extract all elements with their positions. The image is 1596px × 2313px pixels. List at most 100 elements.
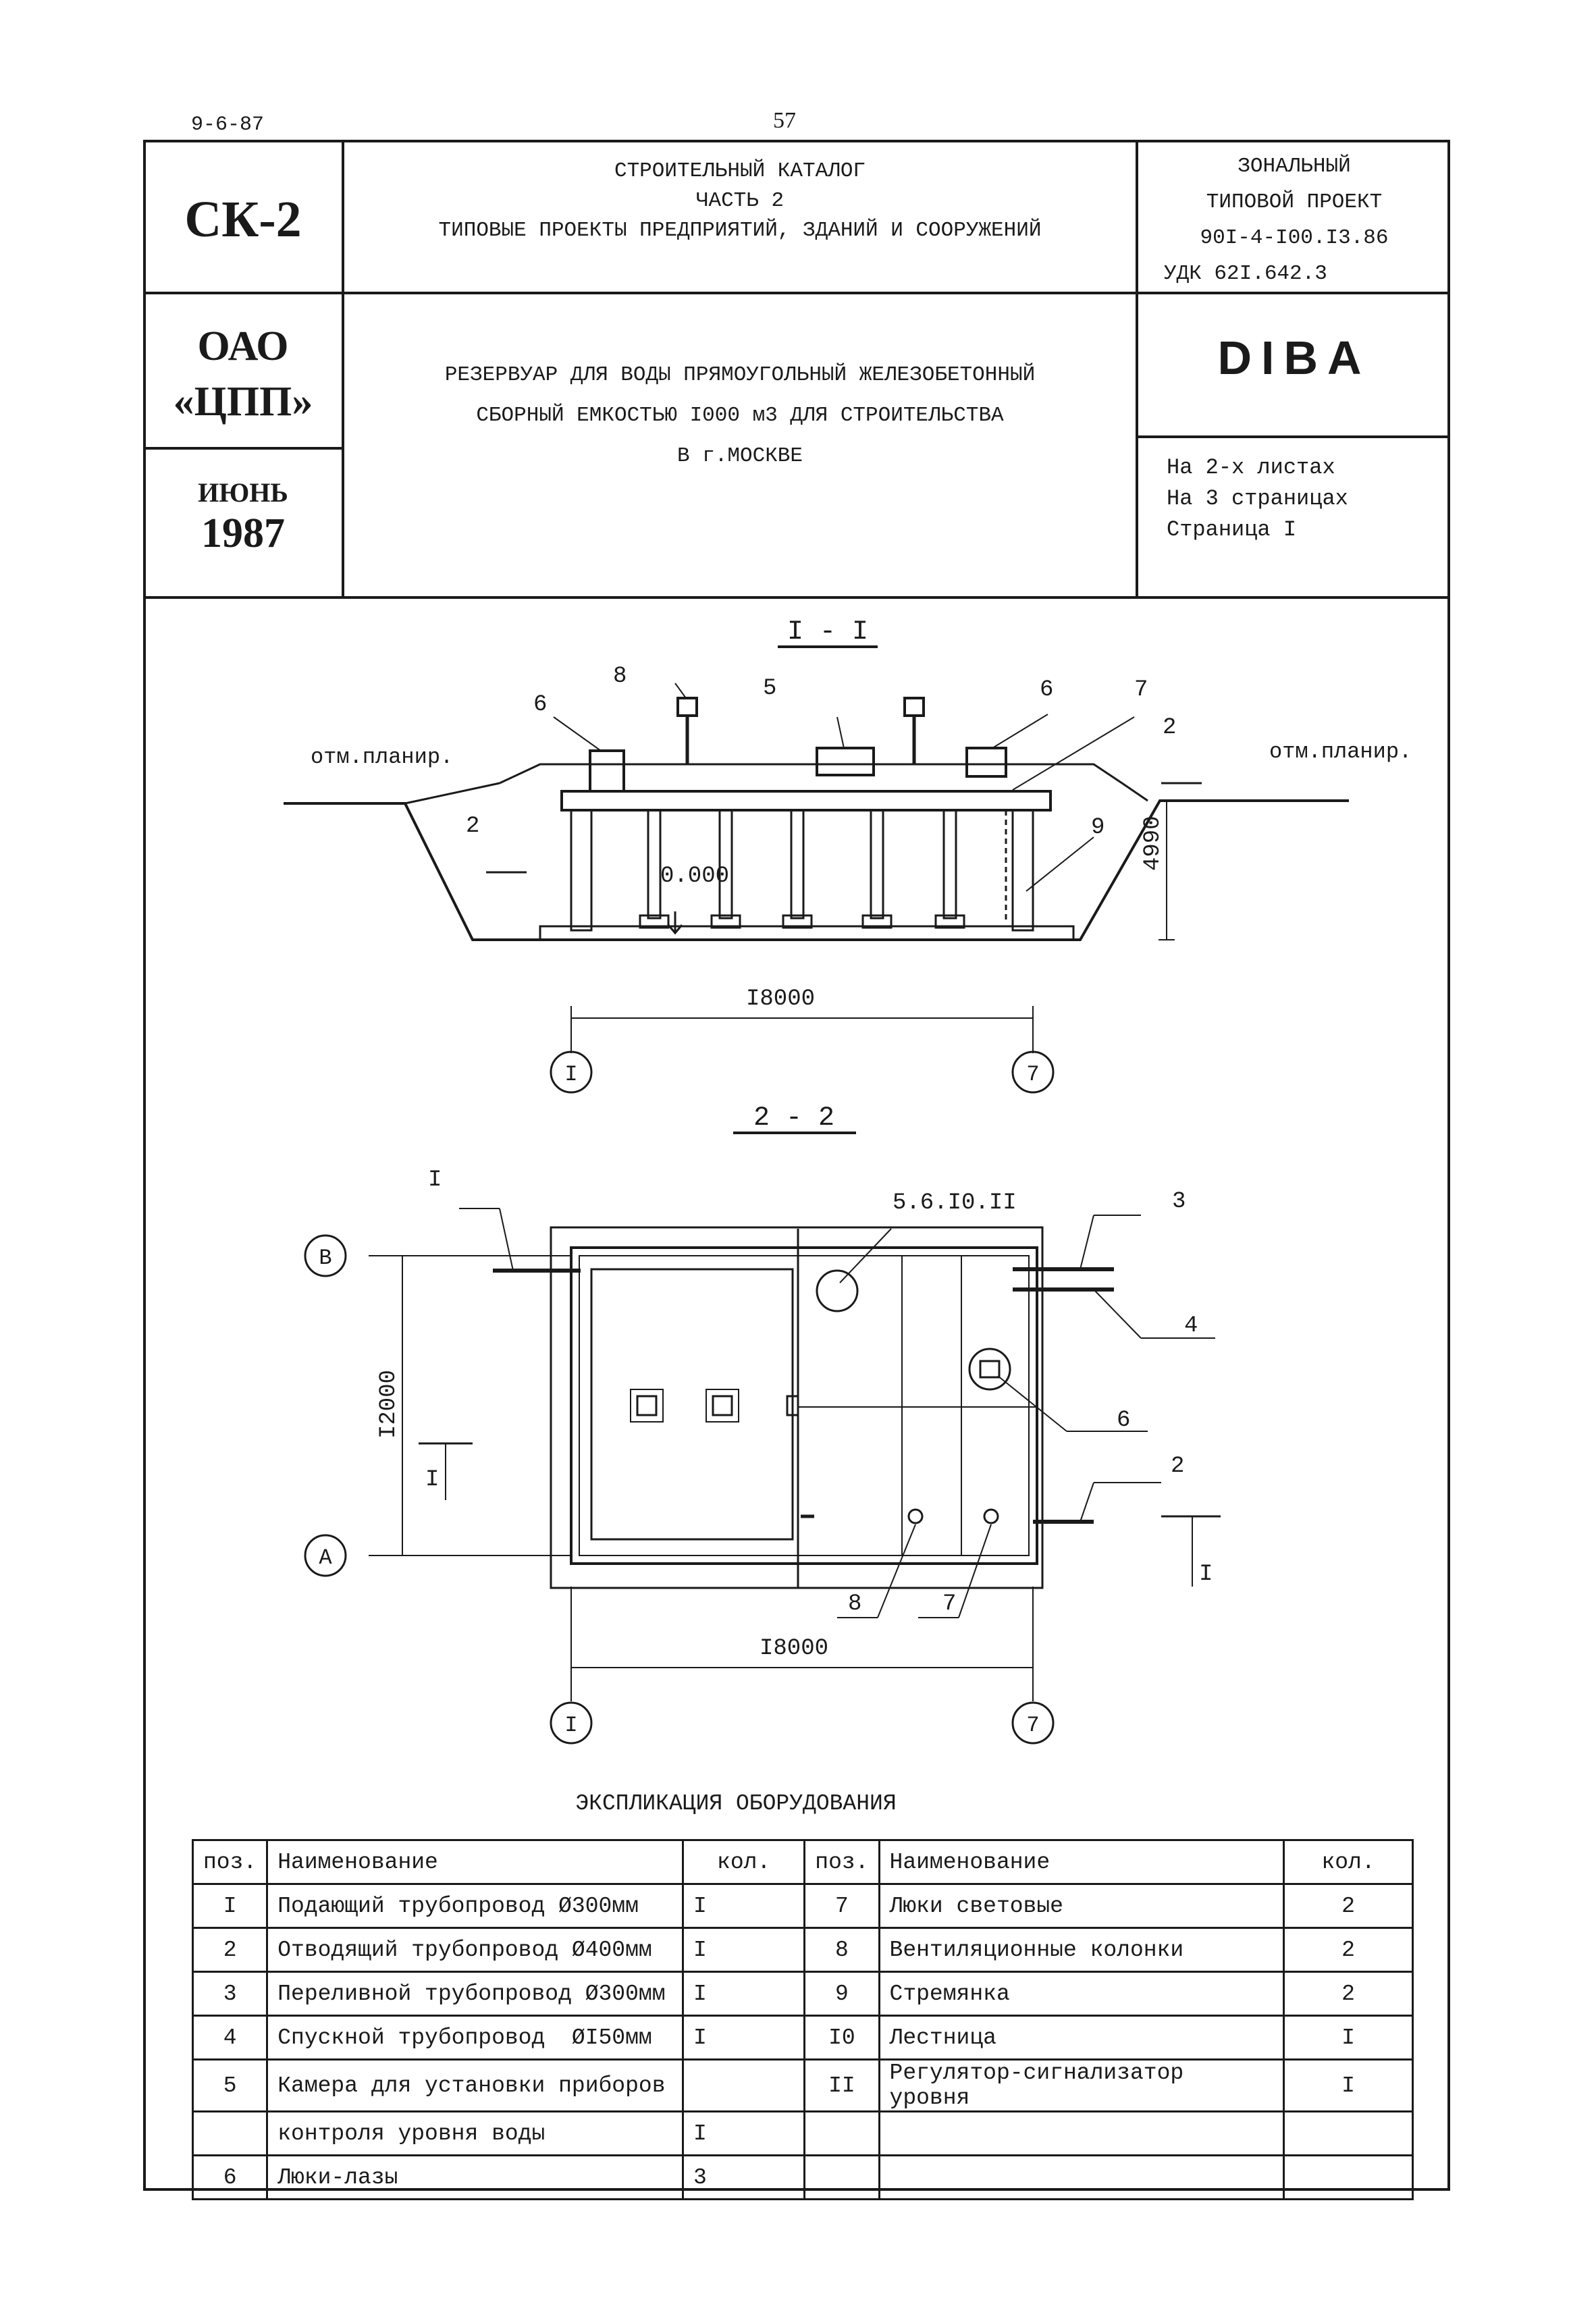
plan-access-hatch [968, 1348, 1011, 1391]
soil-mound [499, 763, 1148, 802]
catalog-line-1: СТРОИТЕЛЬНЫЙ КАТАЛОГ [614, 159, 866, 183]
divider-org-date [143, 447, 343, 450]
issue-date: ИЮНЬ 1987 [144, 477, 342, 558]
cell-pos: 4 [191, 2015, 269, 2061]
plan-instrument-hatch [816, 1269, 859, 1312]
level-mark: 0.000 [660, 863, 729, 889]
table-row: 4 Спускной трубопровод ØI50мм I I0 Лестн… [191, 2015, 1414, 2061]
section-2-title: 2 - 2 [753, 1103, 834, 1134]
cell-pos: 9 [803, 1971, 880, 2017]
vent-column-1 [676, 697, 698, 717]
cell-name: Вентиляционные колонки [878, 1927, 1285, 1973]
callout-hatch-6: 6 [1117, 1408, 1130, 1433]
header-qty-right: кол. [1283, 1839, 1414, 1885]
axis-label-top: В [319, 1246, 331, 1271]
cell-name: Лестница [878, 2015, 1285, 2061]
callout-6-right: 6 [1040, 677, 1053, 703]
cell-pos: II [803, 2058, 880, 2112]
name-line-2: СБОРНЫЙ ЕМКОСТЬЮ I000 м3 ДЛЯ СТРОИТЕЛЬСТ… [476, 404, 1004, 427]
callout-group: 5.6.I0.II [893, 1190, 1017, 1216]
project-line-1: ЗОНАЛЬНЫЙ [1238, 155, 1351, 178]
callout-pipe-3: 3 [1172, 1189, 1186, 1215]
cell-pos: 6 [191, 2154, 269, 2200]
cell-pos [191, 2110, 269, 2156]
catalog-title: СТРОИТЕЛЬНЫЙ КАТАЛОГ ЧАСТЬ 2 ТИПОВЫЕ ПРО… [344, 157, 1136, 246]
cell-qty: 3 [682, 2154, 806, 2200]
document-code: 9-6-87 [191, 113, 265, 136]
cell-qty: I [1283, 2058, 1414, 2112]
table-row: 2 Отводящий трубопровод Ø400мм I 8 Венти… [191, 1927, 1414, 1973]
ground-label-right: отм.планир. [1269, 739, 1412, 764]
header-name-left: Наименование [266, 1839, 685, 1885]
tank-columns [639, 809, 965, 929]
axis-bubble-2-left [550, 1701, 593, 1745]
plan-roof-panel [590, 1268, 794, 1541]
organization: ОАО «ЦПП» [144, 319, 342, 429]
project-line-2: ТИПОВОЙ ПРОЕКТ [1206, 190, 1383, 214]
table-row: 6 Люки-лазы 3 [191, 2154, 1414, 2200]
plan-light-hatch [983, 1508, 999, 1524]
cell-qty: 2 [1283, 1971, 1414, 2017]
cell-qty: I [682, 2110, 806, 2156]
axis-label-1-right: 7 [1026, 1062, 1039, 1087]
project-code: DIBA [1217, 331, 1371, 384]
table-row: 5 Камера для установки приборов II Регул… [191, 2058, 1414, 2112]
project-info: ЗОНАЛЬНЫЙ ТИПОВОЙ ПРОЕКТ 90I-4-I00.I3.86… [1138, 149, 1450, 292]
cell-name: Камера для установки приборов [266, 2058, 685, 2112]
cut-mark-2-left: I [425, 1467, 439, 1493]
height-dimension: 4990 [1140, 816, 1166, 871]
cut-mark-right: 2 [1163, 715, 1176, 741]
table-row: контроля уровня воды I [191, 2110, 1414, 2156]
plan-outer-outline [550, 1226, 1044, 1589]
equipment-table: поз. Наименование кол. поз. Наименование… [191, 1839, 1414, 2200]
section-1-title: I - I [787, 617, 868, 647]
cut-mark-left: 2 [466, 814, 479, 839]
cell-name [878, 2154, 1285, 2200]
cell-pos [803, 2154, 880, 2200]
cell-qty [1283, 2154, 1414, 2200]
callout-pipe-2: 2 [1171, 1454, 1184, 1479]
ground-line [284, 799, 1349, 941]
plan-tank-wall [570, 1246, 1038, 1565]
header-pos-right: поз. [803, 1839, 880, 1885]
axis-bubble-2-right [1011, 1701, 1055, 1745]
cell-pos: I [191, 1883, 269, 1929]
axis-bubble-1-left [550, 1051, 593, 1094]
cell-name: Спускной трубопровод ØI50мм [266, 2015, 685, 2061]
table-row: 3 Переливной трубопровод Ø300мм I 9 Стре… [191, 1971, 1414, 2017]
divider-title-row [143, 292, 1450, 294]
tank-roof-slab [560, 790, 1052, 812]
header-qty-left: кол. [682, 1839, 806, 1885]
cell-qty: I [1283, 2015, 1414, 2061]
sheets-line-3: Страница I [1167, 517, 1297, 542]
issue-year: 1987 [201, 510, 285, 556]
axis-bubble-1-right [1011, 1051, 1055, 1094]
callout-8: 8 [613, 664, 627, 689]
callout-vent-8: 8 [848, 1591, 861, 1617]
org-line-2: «ЦПП» [173, 379, 313, 425]
cell-qty: I [682, 2015, 806, 2061]
cell-pos: I0 [803, 2015, 880, 2061]
callout-pipe-4: 4 [1184, 1313, 1198, 1339]
cell-qty: I [682, 1883, 806, 1929]
org-line-1: ОАО [197, 323, 289, 369]
header-pos-left: поз. [191, 1839, 269, 1885]
equipment-title: ЭКСПЛИКАЦИЯ ОБОРУДОВАНИЯ [575, 1791, 896, 1816]
project-line-3: 90I-4-I00.I3.86 [1200, 226, 1389, 250]
cell-name: Люки-лазы [266, 2154, 685, 2200]
table-row: I Подающий трубопровод Ø300мм I 7 Люки с… [191, 1883, 1414, 1929]
ground-label-left: отм.планир. [311, 745, 453, 770]
cell-pos [803, 2110, 880, 2156]
axis-label-1-left: I [564, 1062, 577, 1087]
cell-name: Регулятор-сигнализатор уровня [878, 2058, 1285, 2112]
callout-5: 5 [763, 676, 776, 701]
axis-label-2-left: I [564, 1713, 577, 1738]
sheets-line-2: На 3 страницах [1167, 486, 1348, 511]
name-line-3: В г.МОСКВЕ [676, 444, 803, 468]
cell-pos: 3 [191, 1971, 269, 2017]
sheet-info: На 2-х листах На 3 страницах Страница I [1167, 452, 1348, 546]
cell-pos: 5 [191, 2058, 269, 2112]
axis-bubble-top [304, 1234, 347, 1277]
tank-wall-right [1011, 809, 1034, 932]
section-2-drawing [304, 1132, 1221, 1745]
